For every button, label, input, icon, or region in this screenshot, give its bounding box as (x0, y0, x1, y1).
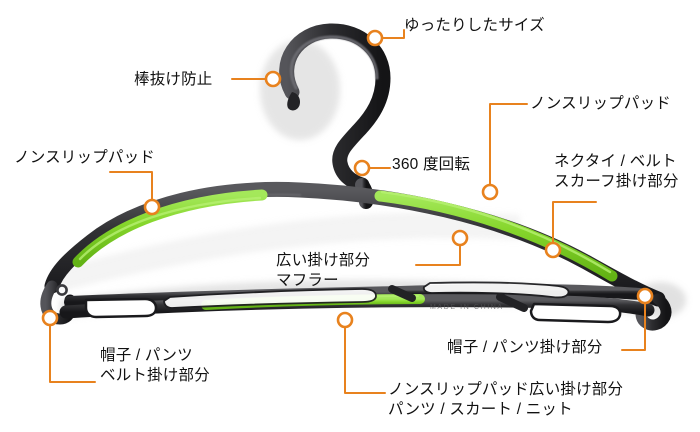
callout-line: パンツ / スカート / ニット (388, 401, 573, 419)
callout-line: 帽子 / パンツ掛け部分 (447, 339, 603, 356)
callout-line: ノンスリップパッド広い掛け部分 (388, 381, 624, 398)
callout-label-hat-pants-belt-left: 帽子 / パンツベルト掛け部分 (100, 346, 210, 387)
callout-label-wide-hang-muffler: 広い掛け部分マフラー (276, 251, 370, 292)
callout-line: 棒抜け防止 (134, 71, 213, 88)
callout-line: ノンスリップパッド (14, 149, 155, 166)
hanger-body: MADE IN CHINA (40, 181, 672, 331)
callout-label-hat-pants-right: 帽子 / パンツ掛け部分 (447, 338, 603, 358)
callout-line: 360 度回転 (392, 156, 471, 173)
callout-label-non-slip-wide-pants-skirt-knit: ノンスリップパッド広い掛け部分パンツ / スカート / ニット (388, 380, 623, 421)
callout-line: マフラー (276, 272, 339, 290)
callout-line: ベルト掛け部分 (100, 367, 210, 385)
callout-label-non-slip-pad-left: ノンスリップパッド (14, 148, 155, 168)
callout-label-roomy-size: ゆったりしたサイズ (404, 16, 545, 36)
callout-line: 広い掛け部分 (276, 252, 371, 269)
callout-line: ネクタイ / ベルト (554, 153, 677, 170)
callout-line: 帽子 / パンツ (100, 347, 193, 364)
callout-line: ノンスリップパッド (530, 95, 671, 112)
callout-line: スカーフ掛け部分 (554, 173, 679, 191)
molded-brand-mark: MADE IN CHINA (430, 304, 504, 311)
callout-line: ゆったりしたサイズ (404, 17, 545, 34)
callout-label-non-slip-pad-right: ノンスリップパッド (530, 94, 671, 114)
callout-label-rotate-360: 360 度回転 (392, 155, 470, 175)
callout-label-anti-slip-off: 棒抜け防止 (134, 70, 213, 90)
callout-label-tie-belt-scarf: ネクタイ / ベルトスカーフ掛け部分 (554, 152, 679, 193)
